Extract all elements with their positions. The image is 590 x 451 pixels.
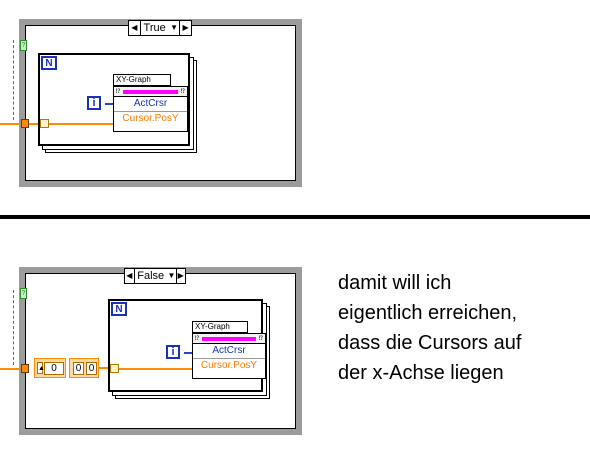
loop-count-terminal-icon[interactable]: N: [41, 56, 57, 70]
note-line-2: eigentlich erreichen,: [338, 302, 517, 324]
property-node-bottom[interactable]: ⁉ ⁉ ActCrsr Cursor.PosY: [192, 333, 266, 379]
section-divider: [0, 215, 590, 219]
case-selector-true[interactable]: ◀ True ▼ ▶: [128, 20, 192, 36]
note-line-1: damit will ich: [338, 272, 452, 294]
case-selector-terminal-icon: ?: [20, 288, 27, 299]
note-line-3: dass die Cursors auf: [338, 332, 522, 354]
iteration-terminal-icon: i: [87, 96, 101, 110]
left-orange-wire-top: [0, 123, 21, 125]
error-icon: ⁉: [258, 336, 263, 342]
reference-icon: ⁉: [116, 89, 121, 95]
array-index-display: ▲: [37, 362, 45, 374]
loop-count-terminal-icon[interactable]: N: [111, 302, 127, 316]
loop-tunnel-top[interactable]: [40, 119, 49, 128]
cursor-color-bar: [123, 89, 178, 94]
numeric-wire-to-property-top: [49, 123, 114, 125]
constant-cluster[interactable]: 0 0: [69, 358, 99, 378]
cluster-element-2: 0: [86, 362, 97, 375]
prev-case-arrow-icon[interactable]: ◀: [126, 271, 133, 280]
property-act-cursor[interactable]: ActCrsr: [193, 344, 265, 359]
constant-array[interactable]: ▲ 0: [34, 358, 66, 378]
property-act-cursor[interactable]: ActCrsr: [114, 97, 187, 112]
left-dashed-boolean-wire-top: [13, 40, 14, 120]
selector-divider: [139, 21, 141, 35]
numeric-wire-top-inner: [29, 123, 43, 125]
input-tunnel-top[interactable]: [21, 119, 29, 128]
selector-divider: [179, 21, 181, 35]
iteration-terminal-icon: i: [166, 345, 180, 359]
note-line-4: der x-Achse liegen: [338, 362, 504, 384]
next-case-arrow-icon[interactable]: ▶: [182, 23, 189, 32]
selector-divider: [133, 269, 135, 283]
case-dropdown-arrow-icon[interactable]: ▼: [167, 271, 176, 280]
numeric-wire-to-property-bottom: [119, 368, 193, 370]
property-cursor-posy[interactable]: Cursor.PosY: [200, 360, 258, 371]
property-node-title: XY-Graph: [192, 321, 248, 333]
cluster-element-1: 0: [73, 362, 84, 375]
left-dashed-boolean-wire-bottom: [13, 290, 14, 365]
property-node-reference-row: ⁉ ⁉: [114, 87, 187, 97]
property-node-top[interactable]: ⁉ ⁉ ActCrsr Cursor.PosY: [113, 86, 188, 132]
error-icon: ⁉: [180, 89, 185, 95]
property-node-title: XY-Graph: [113, 74, 171, 86]
case-selector-terminal-icon: ?: [20, 40, 27, 51]
constant-wire-bottom: [99, 367, 112, 369]
next-case-arrow-icon[interactable]: ▶: [177, 271, 184, 280]
index-wire-bottom: [184, 352, 193, 354]
loop-tunnel-bottom[interactable]: [110, 364, 119, 373]
array-index-value: 0: [44, 362, 64, 375]
case-selector-label: False: [137, 270, 165, 282]
prev-case-arrow-icon[interactable]: ◀: [131, 23, 138, 32]
cursor-color-bar: [202, 336, 256, 341]
reference-icon: ⁉: [195, 336, 200, 342]
input-tunnel-bottom[interactable]: [21, 364, 29, 373]
index-wire-top: [105, 103, 114, 105]
selector-divider: [175, 269, 177, 283]
property-node-reference-row: ⁉ ⁉: [193, 334, 265, 344]
case-selector-false[interactable]: ◀ False ▼ ▶: [124, 268, 186, 284]
case-dropdown-arrow-icon[interactable]: ▼: [170, 23, 179, 32]
property-cursor-posy[interactable]: Cursor.PosY: [122, 113, 179, 124]
note-text: damit will ich eigentlich erreichen, das…: [338, 268, 588, 388]
case-selector-label: True: [143, 22, 166, 34]
left-orange-wire-bottom: [0, 368, 21, 370]
